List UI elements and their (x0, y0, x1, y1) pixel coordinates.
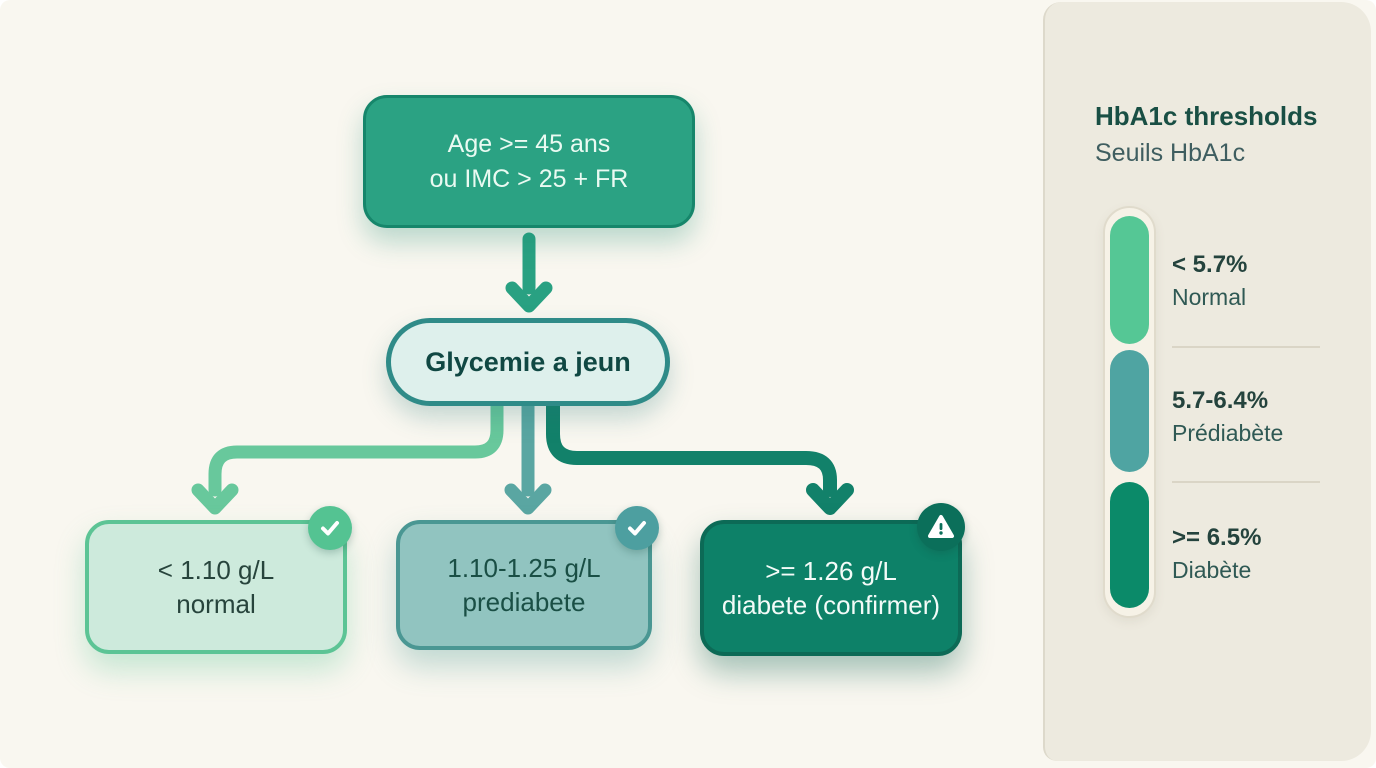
legend-item-diabete: >= 6.5% Diabète (1172, 523, 1362, 585)
arrow-down-icon (505, 232, 553, 313)
outcome-value: >= 1.26 g/L (765, 556, 897, 586)
criteria-line-2: ou IMC > 25 + FR (429, 164, 629, 193)
outcome-value: 1.10-1.25 g/L (447, 553, 601, 583)
legend-item-normal: < 5.7% Normal (1172, 250, 1362, 312)
outcome-label: diabete (confirmer) (721, 590, 941, 620)
outcome-box-normal: < 1.10 g/L normal (85, 520, 347, 654)
criteria-line-1: Age >= 45 ans (447, 129, 611, 158)
scale-segment-normal (1110, 216, 1149, 344)
legend-label: Diabète (1172, 557, 1252, 583)
outcome-box-prediabete: 1.10-1.25 g/L prediabete (396, 520, 652, 650)
scale-segment-diabete (1110, 482, 1149, 608)
connector-right-arrow-icon (546, 399, 854, 515)
connector-middle-arrow-icon (504, 399, 552, 515)
outcome-box-diabete: >= 1.26 g/L diabete (confirmer) (700, 520, 962, 656)
warning-triangle-glyph (928, 515, 954, 538)
legend-item-prediabete: 5.7-6.4% Prédiabète (1172, 386, 1362, 448)
decision-node-glycemie: Glycemie a jeun (386, 318, 670, 406)
legend-label: Normal (1172, 284, 1247, 310)
legend-label: Prédiabète (1172, 420, 1284, 446)
decision-label: Glycemie a jeun (425, 346, 631, 377)
check-icon (615, 506, 659, 550)
scale-segment-prediabete (1110, 350, 1149, 472)
legend-divider (1172, 346, 1320, 348)
sidebar-subtitle: Seuils HbA1c (1095, 139, 1246, 167)
warning-icon (917, 503, 965, 551)
legend-value: >= 6.5% (1172, 524, 1262, 551)
connector-left-arrow-icon (191, 399, 504, 515)
outcome-label: prediabete (462, 587, 586, 617)
check-glyph (628, 521, 646, 536)
hba1c-scale-bar (1103, 206, 1156, 618)
screening-criteria-box: Age >= 45 ans ou IMC > 25 + FR (363, 95, 695, 228)
legend-divider (1172, 481, 1320, 483)
sidebar-title: HbA1c thresholds (1095, 101, 1318, 131)
outcome-label: normal (176, 589, 256, 619)
outcome-value: < 1.10 g/L (157, 555, 275, 585)
hba1c-sidebar-panel: HbA1c thresholds Seuils HbA1c < 5.7% Nor… (1043, 2, 1371, 761)
check-glyph (321, 521, 339, 536)
legend-value: 5.7-6.4% (1172, 387, 1269, 414)
check-icon (308, 506, 352, 550)
legend-value: < 5.7% (1172, 251, 1248, 278)
